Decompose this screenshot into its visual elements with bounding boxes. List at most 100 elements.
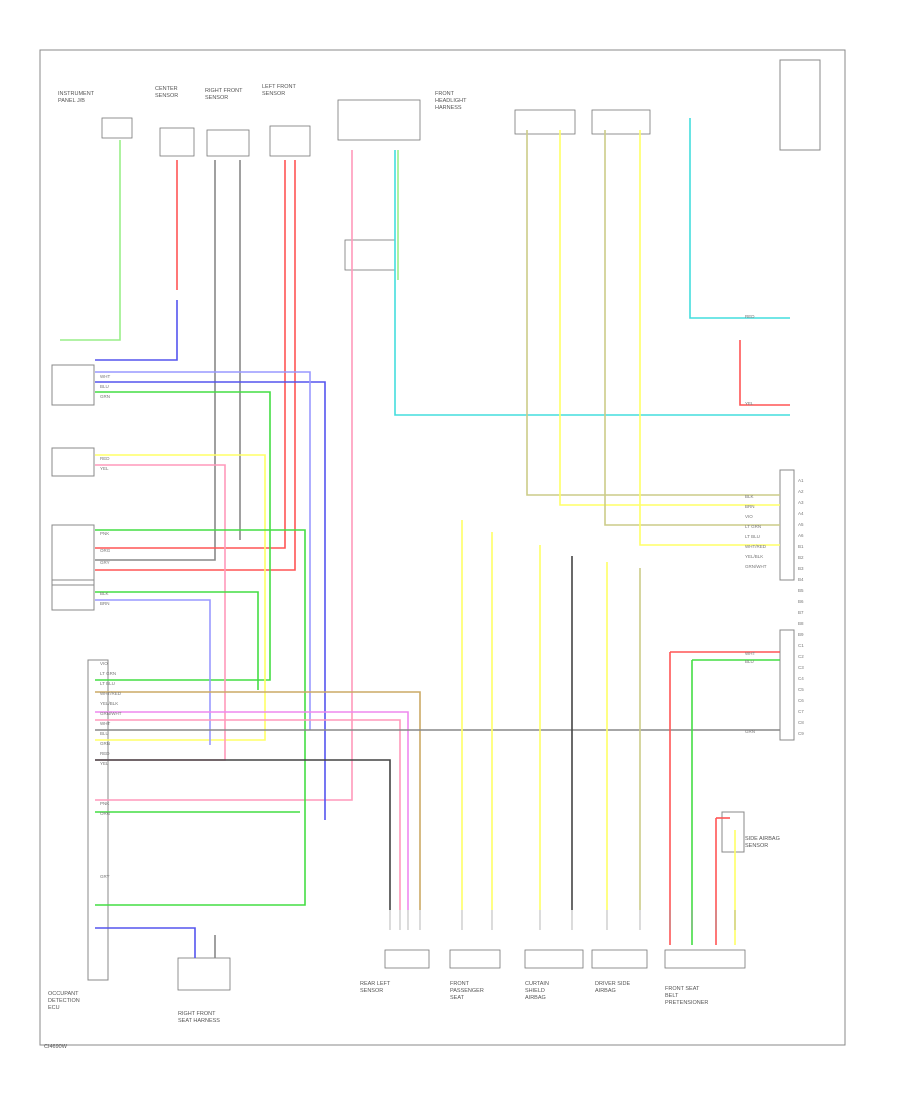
component-caption: FRONT xyxy=(450,981,470,987)
pin-label: C8 xyxy=(798,720,804,725)
wire-tag: VIO xyxy=(100,661,108,666)
connector-bottom-3 xyxy=(524,949,584,969)
wire-tag: YEL xyxy=(100,466,109,471)
wire-yellow xyxy=(559,130,780,506)
wire-tag: BLU xyxy=(100,384,109,389)
wire-tag: YEL xyxy=(745,401,754,406)
pin-label: B1 xyxy=(798,544,804,549)
wire-tag: PNK xyxy=(100,531,109,536)
component-caption: RIGHT FRONT xyxy=(205,88,243,94)
connector-bottom-2 xyxy=(449,949,501,969)
wire-cyan xyxy=(394,150,790,416)
wire-tag: LT BLU xyxy=(745,534,760,539)
wire-tag: GRN xyxy=(100,741,110,746)
component-caption: SENSOR xyxy=(262,91,285,97)
component-caption: DRIVER SIDE xyxy=(595,981,630,987)
component-caption: ECU xyxy=(48,1005,60,1011)
wire-light-blue xyxy=(95,371,311,730)
wire-tag: YEL xyxy=(100,761,109,766)
pin-label: C7 xyxy=(798,709,804,714)
connector-left-front-sensor xyxy=(269,125,311,157)
wire-tag: RED xyxy=(745,314,755,319)
component-caption: LEFT FRONT xyxy=(262,84,296,90)
pin-label: A3 xyxy=(798,500,804,505)
connector-center-sensor xyxy=(159,127,195,157)
wire-olive xyxy=(604,130,780,526)
component-caption: REAR LEFT xyxy=(360,981,391,987)
wire-tag: PNK xyxy=(100,801,109,806)
bottom-components xyxy=(177,949,746,991)
component-caption: PRETENSIONER xyxy=(665,1000,708,1006)
wire-tag: BRN xyxy=(100,601,110,606)
wire-tag: BRN xyxy=(745,504,755,509)
pin-label: C1 xyxy=(798,643,804,648)
pin-label: B7 xyxy=(798,610,804,615)
wire-tag: BLU xyxy=(745,659,754,664)
component-caption: SENSOR xyxy=(205,95,228,101)
wire-yellow xyxy=(95,454,266,741)
pin-label: A1 xyxy=(798,478,804,483)
wire-light-blue xyxy=(95,599,211,745)
wire-magenta xyxy=(95,711,409,910)
wire-tag: VIO xyxy=(745,514,753,519)
wire-light-green xyxy=(60,140,121,341)
component-caption: RIGHT FRONT xyxy=(178,1011,216,1017)
wire-cyan xyxy=(689,118,790,319)
ecu-block-2 xyxy=(51,447,95,477)
wire-tag: GRN xyxy=(100,394,110,399)
wire-tag: RED xyxy=(100,751,110,756)
component-caption: PANEL J/B xyxy=(58,98,85,104)
component-caption: HEADLIGHT xyxy=(435,98,467,104)
ecu-block-4 xyxy=(51,579,95,611)
component-caption: SEAT HARNESS xyxy=(178,1018,220,1024)
pin-label: A4 xyxy=(798,511,804,516)
footer-code: CI4690W xyxy=(44,1044,68,1050)
wire-tag: GRY xyxy=(100,874,110,879)
wire-black xyxy=(95,759,391,910)
wire-olive xyxy=(526,130,780,496)
component-caption: AIRBAG xyxy=(595,988,616,994)
wire-tag: ORG xyxy=(100,811,111,816)
component-caption: FRONT xyxy=(435,91,455,97)
pin-label: C3 xyxy=(798,665,804,670)
connector-fuse-block xyxy=(337,99,421,141)
wire-tag: WHT/RED xyxy=(745,544,767,549)
component-caption: SHIELD xyxy=(525,988,545,994)
ecu-block-1 xyxy=(51,364,95,406)
wire-tag: WHT xyxy=(100,374,110,379)
ecu-main xyxy=(87,659,109,981)
pin-label: A2 xyxy=(798,489,804,494)
pin-label: B4 xyxy=(798,577,804,582)
connector-j-b-mid xyxy=(344,239,396,271)
right-connector-1 xyxy=(779,59,821,151)
wire-red xyxy=(95,160,296,571)
wire-brown xyxy=(95,691,421,910)
wire-tag: GRY xyxy=(100,560,110,565)
component-caption: FRONT SEAT xyxy=(665,986,700,992)
wire-yellow xyxy=(639,130,780,546)
wire-tag: ORG xyxy=(100,548,111,553)
pin-label: B9 xyxy=(798,632,804,637)
wire-pink xyxy=(95,719,401,910)
pin-label: C9 xyxy=(798,731,804,736)
diagram-frame xyxy=(39,49,846,1046)
wire-tag: BLK xyxy=(745,494,754,499)
component-caption: SENSOR xyxy=(745,843,768,849)
component-caption: CENTER xyxy=(155,86,178,92)
component-caption: INSTRUMENT xyxy=(58,91,95,97)
component-captions: A1A2A3A4A5A6B1B2B3B4B5B6B7B8B9C1C2C3C4C5… xyxy=(48,84,804,1024)
component-caption: AIRBAG xyxy=(525,995,546,1001)
left-ecu-blocks xyxy=(51,364,109,981)
connector-right-front-sensor xyxy=(206,129,250,157)
component-caption: CURTAIN xyxy=(525,981,549,987)
right-connector-3 xyxy=(779,629,795,741)
connector-bottom-5 xyxy=(664,949,746,969)
wire-tag: RED xyxy=(100,456,110,461)
wire-pink xyxy=(95,150,353,801)
connector-top-mid xyxy=(514,109,576,135)
right-connector-4 xyxy=(721,811,745,853)
ecu-block-3 xyxy=(51,524,95,586)
connector-bottom-4 xyxy=(591,949,648,969)
